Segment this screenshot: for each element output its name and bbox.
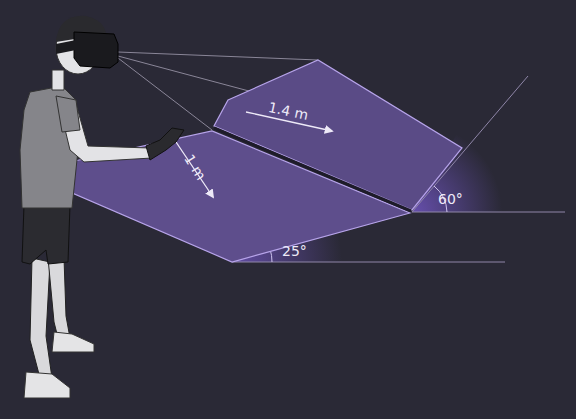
- dimension-arrow: [176, 142, 213, 197]
- angle-label: 25°: [282, 244, 307, 258]
- horizontal-line: [412, 212, 565, 213]
- sight-line: [118, 52, 318, 60]
- horizontal-line: [232, 262, 505, 263]
- sight-line: [118, 58, 212, 130]
- dimension-label: 1.4 m: [267, 100, 309, 122]
- dimension-label: 1 m: [182, 152, 208, 182]
- plane-gap: [214, 128, 411, 211]
- person: [20, 16, 184, 398]
- angle-label: 60°: [438, 192, 463, 206]
